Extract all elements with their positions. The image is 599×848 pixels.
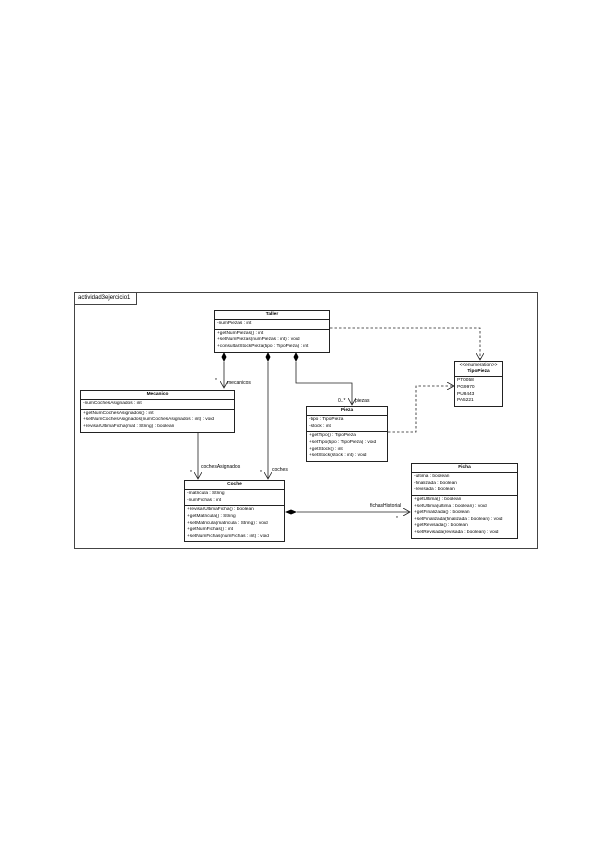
operation: +consultarStockPieza(tipo : TipoPieza) :…	[217, 343, 309, 349]
attribute: -tipo : TipoPieza	[309, 417, 344, 423]
role-mecanicos: mecanicos	[227, 380, 251, 386]
operation: +getRevisada() : boolean	[414, 523, 468, 529]
class-taller[interactable]: Taller -numPiezas : int +getNumPiezas() …	[214, 310, 330, 353]
enum-header: <<enumeration>> TipoPieza	[455, 362, 502, 378]
diagram-frame: actividad3ejercicio1	[74, 292, 538, 549]
operation: +getNumCochesAsignados() : int	[83, 410, 154, 416]
attributes-section: -ultima : boolean -finalizada : boolean …	[412, 473, 517, 496]
operation: +setNumPiezas(numPiezas : int) : void	[217, 337, 300, 343]
attribute: -numCochesAsignados : int	[83, 401, 142, 407]
attribute: -ultima : boolean	[414, 474, 450, 480]
multiplicity-mecanicos: *	[215, 378, 217, 384]
multiplicity-coches: *	[260, 470, 262, 476]
class-name: TipoPieza	[467, 369, 490, 375]
attribute: -revisada : boolean	[414, 487, 455, 493]
composition-taller-pieza	[293, 352, 353, 405]
multiplicity-piezas: 0..*	[338, 398, 346, 404]
dependency-pieza-tipopieza	[388, 386, 454, 433]
attributes-section: -numPiezas : int	[215, 320, 329, 330]
class-pieza[interactable]: Pieza -tipo : TipoPieza -stock : int +ge…	[306, 406, 388, 462]
operation: +setStock(stock : int) : void	[309, 453, 367, 459]
operation: +setNumFichas(numFichas : int) : void	[187, 533, 269, 539]
attribute: -numFichas : int	[187, 497, 222, 503]
enum-literal: PT0058	[457, 378, 474, 384]
attributes-section: -matricula : String -numFichas : int	[185, 490, 284, 507]
operation: +setNumCochesAsignados(numCochesAsignado…	[83, 417, 215, 423]
operation: +getMatricula() : String	[187, 513, 236, 519]
composition-taller-coche	[266, 352, 271, 479]
operations-section: +getUltima() : boolean +setUltima(ultima…	[412, 496, 517, 538]
class-name: Mecanico	[81, 391, 234, 401]
enum-literal: PG9970	[457, 385, 475, 390]
frame-title: actividad3ejercicio1	[75, 293, 138, 305]
operation: +revisarUltimaFicha(mat : String) : bool…	[83, 423, 175, 429]
operation: +revisarUltimaFicha() : boolean	[187, 507, 254, 513]
class-ficha[interactable]: Ficha -ultima : boolean -finalizada : bo…	[411, 463, 518, 539]
literals-section: PT0058 PG9970 PU8443 PA5221	[455, 377, 502, 405]
stereotype-label: <<enumeration>>	[459, 363, 498, 368]
role-cochesAsignados: cochesAsignados	[201, 464, 241, 470]
class-mecanico[interactable]: Mecanico -numCochesAsignados : int +getN…	[80, 390, 235, 433]
composition-coche-ficha	[285, 510, 410, 515]
operation: +setTipo(tipo : TipoPieza) : void	[309, 439, 377, 445]
enum-literal: PA5221	[457, 398, 474, 404]
class-name: Ficha	[412, 464, 517, 474]
operation: +setRevisada(revisada : boolean) : void	[414, 529, 499, 535]
class-coche[interactable]: Coche -matricula : String -numFichas : i…	[184, 480, 285, 543]
operation: +getUltima() : boolean	[414, 496, 462, 502]
multiplicity-cochesAsignados: *	[190, 470, 192, 476]
class-name: Coche	[185, 481, 284, 491]
attribute: -numPiezas : int	[217, 321, 252, 327]
attribute: -finalizada : boolean	[414, 480, 457, 486]
operation: +getTipo() : TipoPieza	[309, 433, 356, 439]
operations-section: +revisarUltimaFicha() : boolean +getMatr…	[185, 506, 284, 541]
operation: +getNumPiezas() : int	[217, 330, 264, 336]
operations-section: +getNumCochesAsignados() : int +setNumCo…	[81, 410, 234, 432]
multiplicity-fichasHistorial: *	[396, 516, 398, 522]
attributes-section: -numCochesAsignados : int	[81, 400, 234, 410]
operation: +getNumFichas() : int	[187, 527, 233, 533]
attribute: -stock : int	[309, 423, 331, 429]
attribute: -matricula : String	[187, 491, 225, 497]
operations-section: +getNumPiezas() : int +setNumPiezas(numP…	[215, 330, 329, 352]
operation: +setMatricula(matricula : String) : void	[187, 520, 268, 526]
attributes-section: -tipo : TipoPieza -stock : int	[307, 416, 387, 433]
class-name: Pieza	[307, 407, 387, 417]
operation: +getStock() : int	[309, 446, 343, 452]
enum-tipopieza[interactable]: <<enumeration>> TipoPieza PT0058 PG9970 …	[454, 361, 503, 407]
role-coches: coches	[272, 467, 288, 473]
dependency-taller-tipopieza	[330, 327, 480, 360]
operation: +setFinalizada(finalizada : boolean) : v…	[414, 516, 503, 522]
operation: +setUltima(ultima : boolean) : void	[414, 503, 487, 509]
role-fichasHistorial: fichasHistorial	[370, 503, 402, 509]
operations-section: +getTipo() : TipoPieza +setTipo(tipo : T…	[307, 432, 387, 460]
enum-literal: PU8443	[457, 391, 475, 397]
composition-taller-mecanico	[222, 352, 227, 388]
role-piezas: piezas	[355, 398, 370, 404]
class-name: Taller	[215, 311, 329, 321]
operation: +getFinalizada() : boolean	[414, 510, 470, 516]
